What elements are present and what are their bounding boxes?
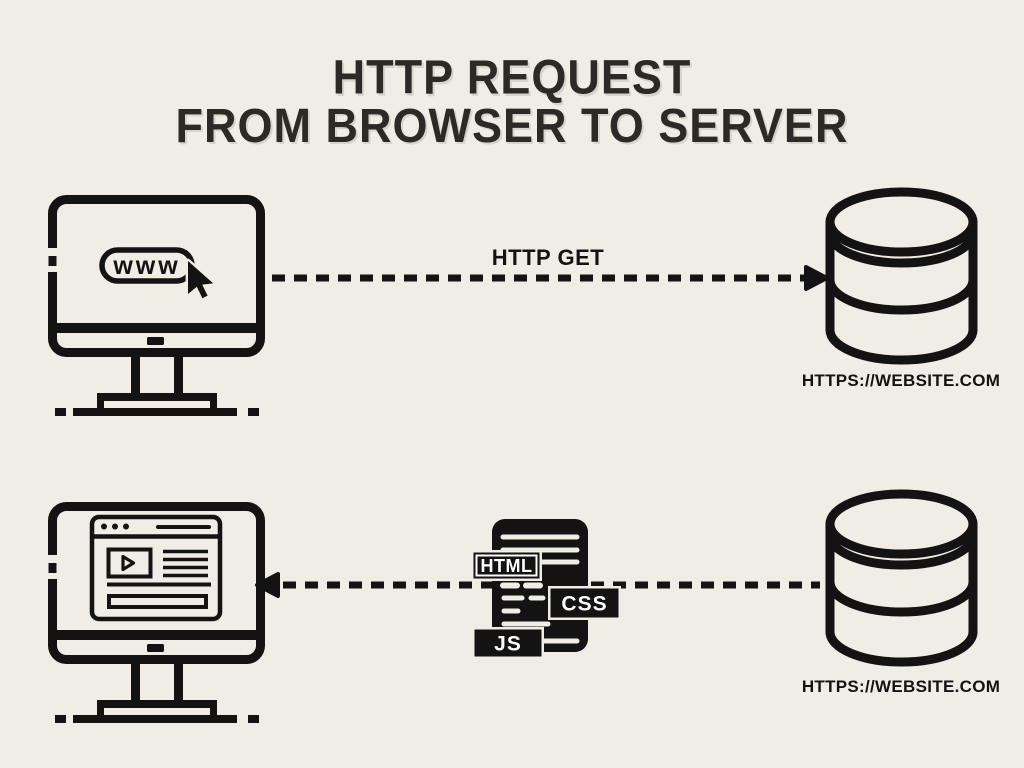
js-tag-label: JS (494, 633, 522, 656)
title-line-2: FROM BROWSER TO SERVER (175, 97, 849, 153)
server-url-top: HTTPS://WEBSITE.COM (801, 371, 1001, 390)
footer-bar (107, 594, 208, 609)
arrowhead-left-icon (255, 572, 280, 598)
code-file-stack-icon: HTML CSS JS (471, 519, 621, 659)
database-server-icon-bottom (830, 494, 973, 662)
http-get-label: HTTP GET (491, 245, 605, 270)
html-tag: HTML (471, 550, 542, 581)
js-tag: JS (472, 627, 544, 659)
css-tag-label: CSS (561, 593, 607, 616)
title-line-1: HTTP REQUEST (332, 49, 692, 105)
play-icon (121, 554, 136, 572)
html-tag-label: HTML (481, 556, 533, 576)
page-title: HTTP REQUEST FROM BROWSER TO SERVER (0, 53, 1024, 149)
video-player-icon (106, 547, 153, 579)
http-get-arrow (272, 265, 829, 291)
webpage-monitor-icon-bottom (44, 507, 265, 724)
browser-window (89, 514, 223, 622)
cursor-arrow-icon (185, 258, 216, 301)
text-lines (163, 549, 208, 578)
www-address-pill: www (99, 247, 195, 284)
server-url-bottom: HTTPS://WEBSITE.COM (801, 677, 1001, 696)
database-server-icon-top (830, 192, 973, 360)
window-dots-icon (101, 523, 129, 530)
arrowhead-right-icon (804, 265, 829, 291)
css-tag: CSS (548, 586, 621, 620)
browser-monitor-icon-top: www (44, 200, 265, 417)
www-label: www (112, 252, 180, 280)
